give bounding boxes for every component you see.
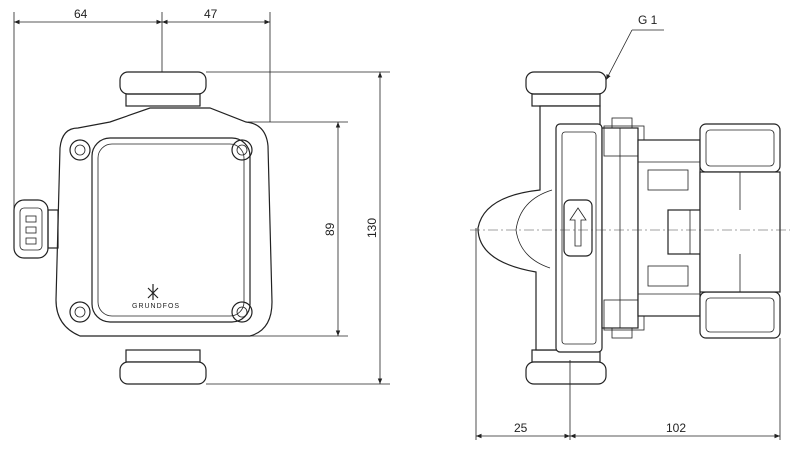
- dim-64: 64: [74, 7, 88, 21]
- front-housing: [55, 107, 273, 337]
- brand-text: GRUNDFOS: [132, 303, 180, 310]
- thread-callout: G 1: [605, 13, 664, 81]
- side-flange: [555, 123, 603, 353]
- dim-25: 25: [514, 421, 528, 435]
- front-control-box: [91, 137, 251, 323]
- front-dimensions: 64 47 89 130: [13, 7, 390, 385]
- screw-icon: [231, 139, 253, 161]
- screw-icon: [69, 301, 91, 323]
- screw-icon: [69, 139, 91, 161]
- side-bottom-nut: [525, 361, 607, 385]
- dim-102: 102: [666, 421, 686, 435]
- thread-label: G 1: [638, 13, 658, 27]
- dim-130: 130: [365, 218, 379, 238]
- front-view: GRUNDFOS: [13, 71, 273, 385]
- side-top-nut: [525, 71, 607, 95]
- front-bottom-nut: [119, 361, 207, 385]
- electrical-plug-icon: [13, 199, 59, 259]
- front-top-nut: [119, 71, 207, 95]
- side-dimensions: 25 102: [475, 228, 781, 440]
- screw-icon: [231, 301, 253, 323]
- dim-89: 89: [323, 222, 337, 236]
- grundfos-logo: GRUNDFOS: [132, 284, 180, 310]
- dim-47: 47: [204, 7, 218, 21]
- flow-direction-arrow-icon: [563, 199, 593, 257]
- side-view: [477, 71, 781, 385]
